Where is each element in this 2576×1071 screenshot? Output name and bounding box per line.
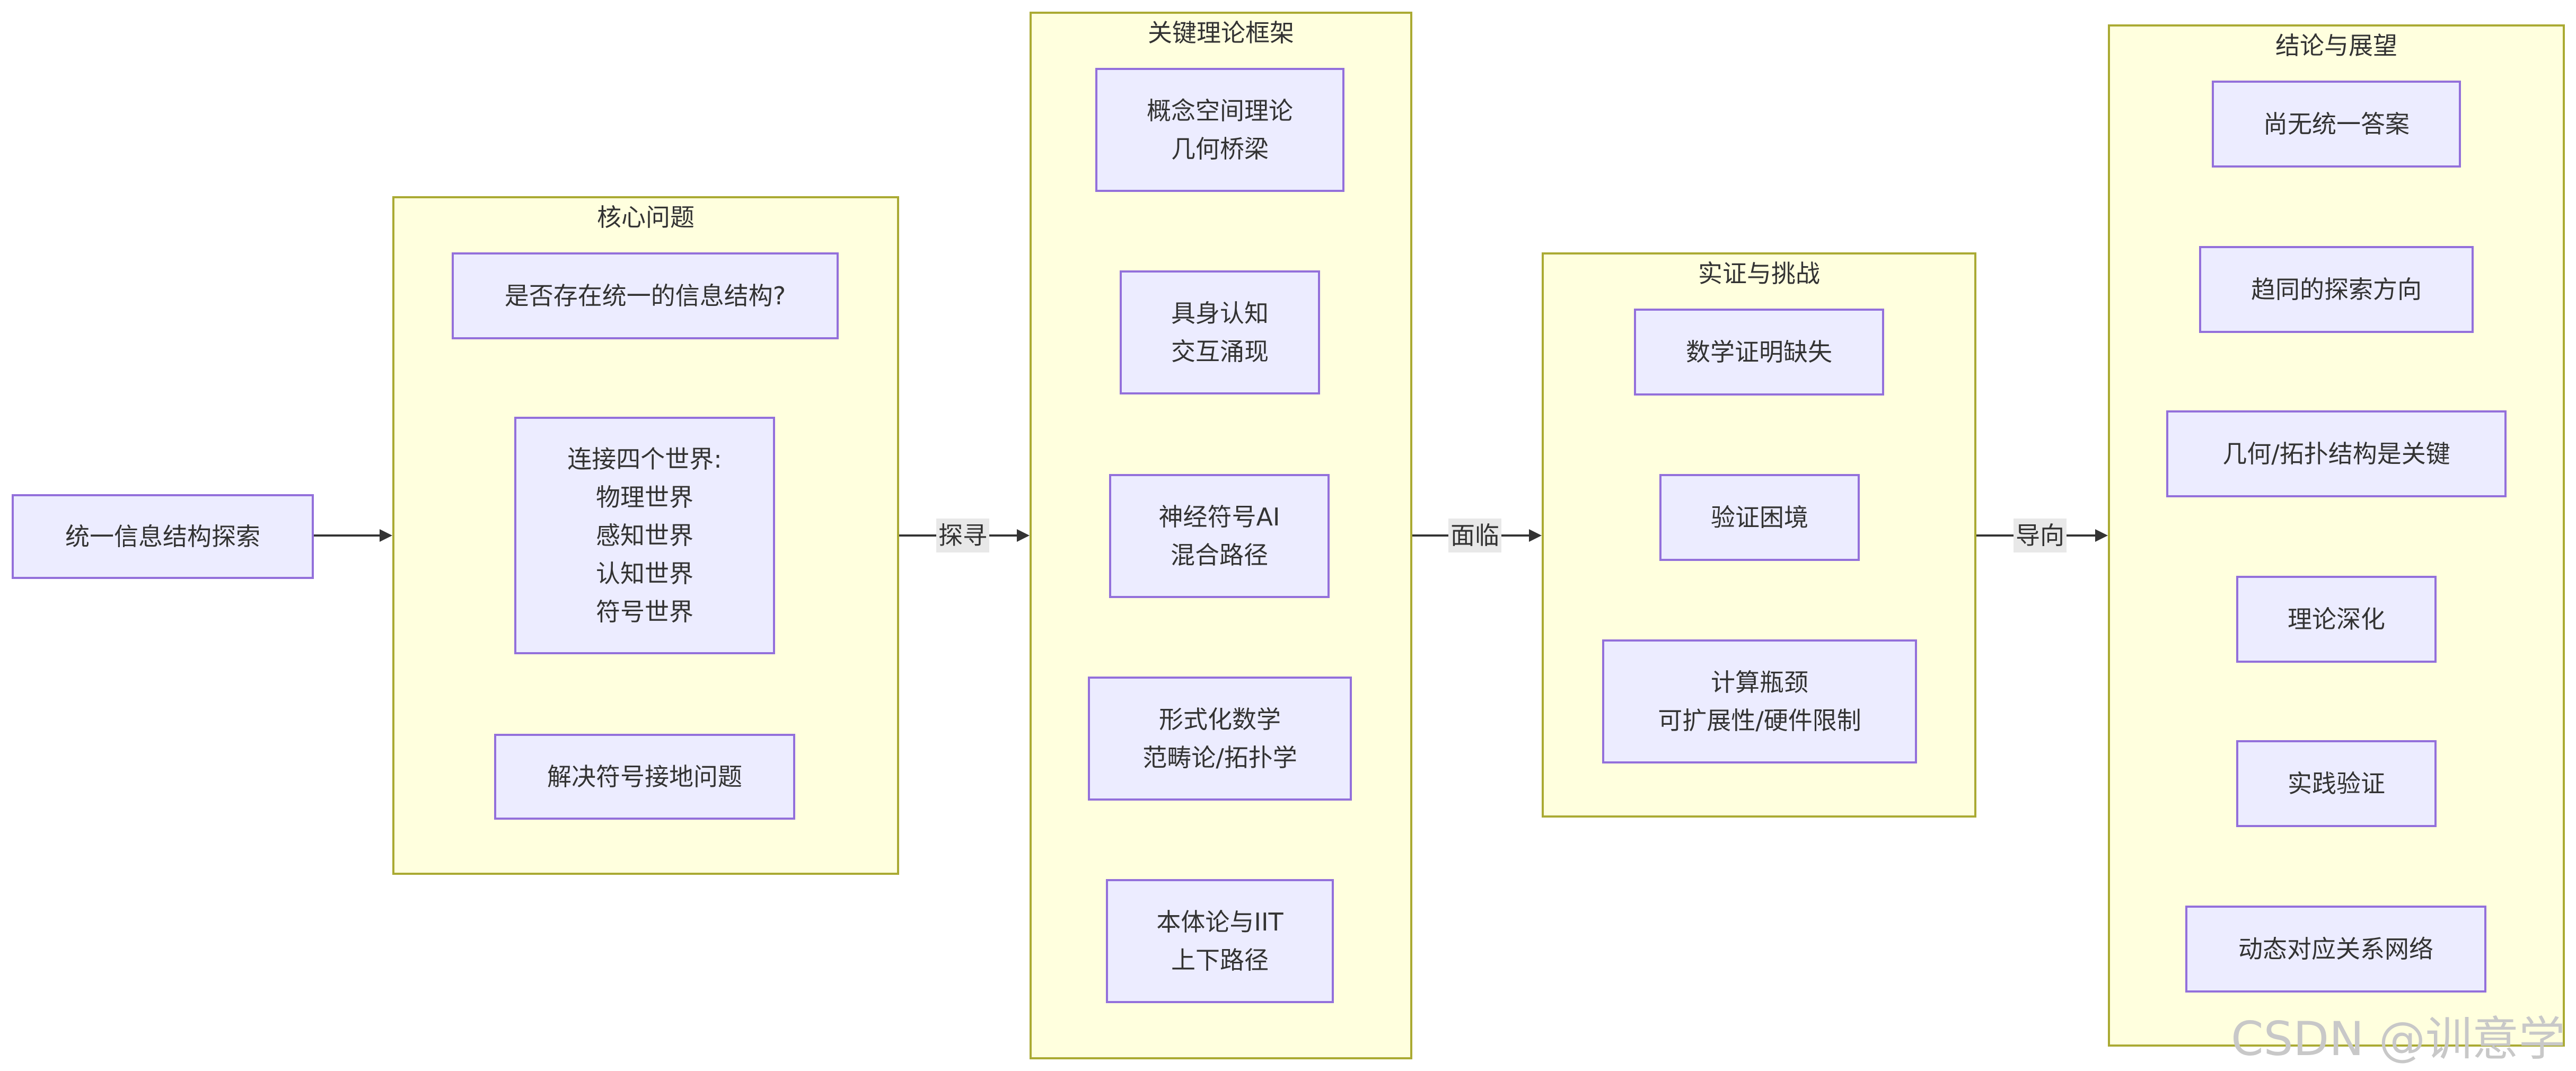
node-neuro-symbolic-ai[interactable]: 神经符号AI 混合路径 (1109, 474, 1330, 598)
cluster-conclusion-outlook: 结论与展望 (2108, 24, 2565, 1047)
cluster-title: 实证与挑战 (1698, 259, 1820, 288)
cluster-title: 核心问题 (597, 203, 694, 232)
node-line: 范畴论/拓扑学 (1142, 743, 1297, 772)
node-line: 尚无统一答案 (2263, 110, 2410, 138)
node-geometry-topology-key[interactable]: 几何/拓扑结构是关键 (2166, 410, 2507, 497)
node-line: 物理世界 (596, 483, 693, 512)
node-verification-dilemma[interactable]: 验证困境 (1659, 474, 1860, 561)
node-line: 计算瓶颈 (1711, 668, 1808, 697)
start-node-label: 统一信息结构探索 (65, 522, 260, 551)
node-line: 可扩展性/硬件限制 (1658, 706, 1861, 735)
node-symbol-grounding[interactable]: 解决符号接地问题 (494, 734, 795, 820)
node-line: 验证困境 (1711, 503, 1808, 532)
node-ontology-iit[interactable]: 本体论与IIT 上下路径 (1106, 879, 1334, 1003)
node-theory-deepening[interactable]: 理论深化 (2236, 576, 2437, 663)
start-node[interactable]: 统一信息结构探索 (12, 494, 314, 579)
cluster-title: 关键理论框架 (1148, 19, 1294, 47)
node-formal-mathematics[interactable]: 形式化数学 范畴论/拓扑学 (1088, 677, 1352, 801)
node-line: 符号世界 (596, 598, 693, 626)
node-line: 上下路径 (1171, 946, 1269, 975)
node-line: 具身认知 (1171, 299, 1269, 328)
node-no-unified-answer[interactable]: 尚无统一答案 (2212, 81, 2461, 168)
node-line: 解决符号接地问题 (547, 762, 742, 791)
node-convergent-directions[interactable]: 趋同的探索方向 (2199, 246, 2474, 333)
node-line: 神经符号AI (1158, 503, 1280, 531)
node-line: 动态对应关系网络 (2238, 935, 2433, 963)
edge-label-lead: 导向 (2014, 519, 2067, 552)
edge-label-explore: 探寻 (936, 519, 989, 552)
node-practical-verification[interactable]: 实践验证 (2236, 740, 2437, 827)
node-line: 几何/拓扑结构是关键 (2222, 440, 2450, 468)
node-line: 形式化数学 (1159, 705, 1281, 734)
node-four-worlds[interactable]: 连接四个世界: 物理世界 感知世界 认知世界 符号世界 (514, 417, 775, 654)
node-line: 趋同的探索方向 (2251, 275, 2422, 304)
edge-label-face: 面临 (1448, 519, 1501, 552)
node-dynamic-correspondence-network[interactable]: 动态对应关系网络 (2185, 906, 2486, 993)
node-line: 数学证明缺失 (1686, 338, 1832, 366)
csdn-watermark: CSDN @训意学 (2231, 1012, 2565, 1066)
node-line: 是否存在统一的信息结构? (504, 282, 786, 310)
node-conceptual-spaces[interactable]: 概念空间理论 几何桥梁 (1095, 68, 1344, 192)
node-line: 本体论与IIT (1156, 908, 1283, 936)
node-line: 认知世界 (596, 559, 693, 588)
node-line: 连接四个世界: (567, 445, 722, 473)
cluster-title: 结论与展望 (2275, 31, 2397, 60)
node-line: 概念空间理论 (1147, 96, 1293, 125)
node-missing-proof[interactable]: 数学证明缺失 (1634, 309, 1884, 396)
node-embodied-cognition[interactable]: 具身认知 交互涌现 (1120, 270, 1320, 394)
node-line: 理论深化 (2288, 605, 2385, 634)
node-line: 交互涌现 (1171, 337, 1269, 366)
node-line: 混合路径 (1171, 541, 1268, 569)
node-unified-structure-question[interactable]: 是否存在统一的信息结构? (452, 252, 839, 339)
edge-start-to-core (314, 529, 392, 542)
node-computation-bottleneck[interactable]: 计算瓶颈 可扩展性/硬件限制 (1602, 639, 1917, 763)
node-line: 感知世界 (596, 521, 693, 550)
node-line: 实践验证 (2288, 769, 2385, 798)
node-line: 几何桥梁 (1171, 135, 1269, 163)
